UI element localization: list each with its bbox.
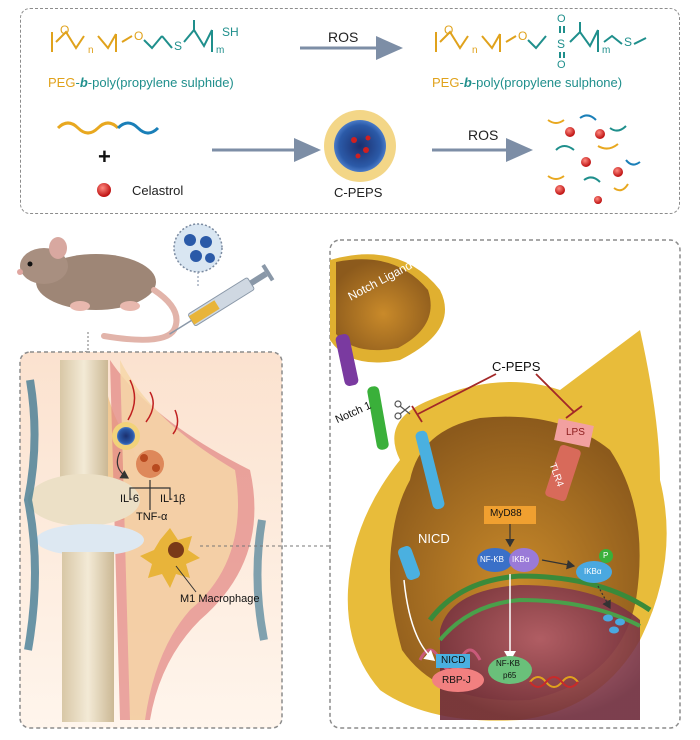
struct-right-s2: S bbox=[624, 35, 633, 49]
rbpj-icon bbox=[432, 668, 484, 692]
ikba-phospho-icon bbox=[576, 561, 612, 583]
p65-label: p65 bbox=[503, 671, 517, 680]
released-drug-icon bbox=[547, 114, 641, 204]
struct-right-m: m bbox=[602, 45, 611, 56]
phospho-label: P bbox=[603, 551, 609, 560]
micelle-label: C-PEPS bbox=[334, 185, 383, 200]
struct-left-m: m bbox=[216, 45, 225, 56]
nicd-fragment-icon bbox=[398, 546, 420, 580]
il1b-label: IL-1β bbox=[160, 493, 186, 505]
lps-label: LPS bbox=[566, 427, 585, 438]
struct-right-n: n bbox=[472, 45, 478, 56]
degradation-icon bbox=[603, 614, 625, 634]
struct-left-o2: O bbox=[134, 29, 144, 43]
macrophage-label: M1 Macrophage bbox=[180, 593, 260, 605]
notch-ligand-icon bbox=[335, 334, 359, 386]
tnfa-label: TNF-α bbox=[136, 511, 168, 523]
ikba-icon bbox=[509, 548, 539, 572]
pps-structure-left bbox=[51, 20, 213, 52]
celastrol-icon bbox=[97, 183, 111, 197]
scissors-icon bbox=[394, 400, 411, 420]
phospho-icon bbox=[599, 549, 613, 563]
mouse-icon bbox=[17, 237, 180, 343]
tlr4-icon bbox=[545, 444, 581, 502]
ikba-label: IKBα bbox=[512, 555, 530, 564]
ikba-phospho-label: IKBα bbox=[584, 567, 602, 576]
nfkb-p65-icon bbox=[488, 656, 532, 684]
cytokine-tree bbox=[129, 480, 171, 510]
nfkb-icon bbox=[477, 548, 513, 572]
struct-right-o-dn: O bbox=[557, 59, 566, 71]
ros-label-top: ROS bbox=[328, 29, 359, 45]
nicd-nuclear-box bbox=[436, 654, 470, 668]
dna-icon bbox=[529, 676, 579, 688]
nfkb-label: NF-KB bbox=[480, 555, 504, 564]
lps-icon bbox=[554, 418, 594, 448]
polymer-name-left: PEG-b-poly(propylene sulphide) bbox=[48, 75, 234, 90]
ros-label-2: ROS bbox=[468, 127, 499, 143]
celastrol-label: Celastrol bbox=[132, 183, 184, 198]
myd88-label: MyD88 bbox=[490, 508, 522, 519]
syringe-icon bbox=[169, 223, 275, 335]
plus-sign: + bbox=[98, 144, 111, 169]
notch1-icon bbox=[367, 386, 389, 450]
notch-receptor-icon bbox=[415, 430, 445, 510]
struct-left-n: n bbox=[88, 45, 94, 56]
struct-right-o-up: O bbox=[557, 13, 566, 25]
polymer-name-right: PEG-b-poly(propylene sulphone) bbox=[432, 75, 623, 90]
pps-structure-right bbox=[435, 22, 647, 58]
struct-left-s: S bbox=[174, 39, 183, 53]
myd88-box bbox=[484, 506, 536, 524]
nicd-label: NICD bbox=[418, 531, 450, 546]
m1-macrophage-icon bbox=[140, 528, 200, 588]
il6-label: IL-6 bbox=[120, 493, 139, 505]
synthesis-panel bbox=[20, 8, 680, 214]
struct-left-sh: SH bbox=[222, 25, 239, 39]
nicd-nuclear-label: NICD bbox=[441, 655, 466, 666]
struct-left-o1: O bbox=[60, 23, 70, 37]
polymer-chain-icon bbox=[56, 121, 120, 135]
cpeps-label: C-PEPS bbox=[492, 359, 541, 374]
nfkb-nuclear-label: NF-KB bbox=[496, 659, 520, 668]
rbpj-label: RBP-J bbox=[442, 675, 471, 686]
micelle-icon bbox=[324, 110, 396, 182]
inhibition-lines bbox=[411, 373, 583, 423]
struct-right-s: S bbox=[557, 37, 566, 51]
cytokine-cluster-icon bbox=[136, 450, 164, 478]
struct-right-o2: O bbox=[518, 29, 528, 43]
struct-right-o1: O bbox=[444, 23, 454, 37]
micelle-in-joint-icon bbox=[112, 422, 140, 450]
